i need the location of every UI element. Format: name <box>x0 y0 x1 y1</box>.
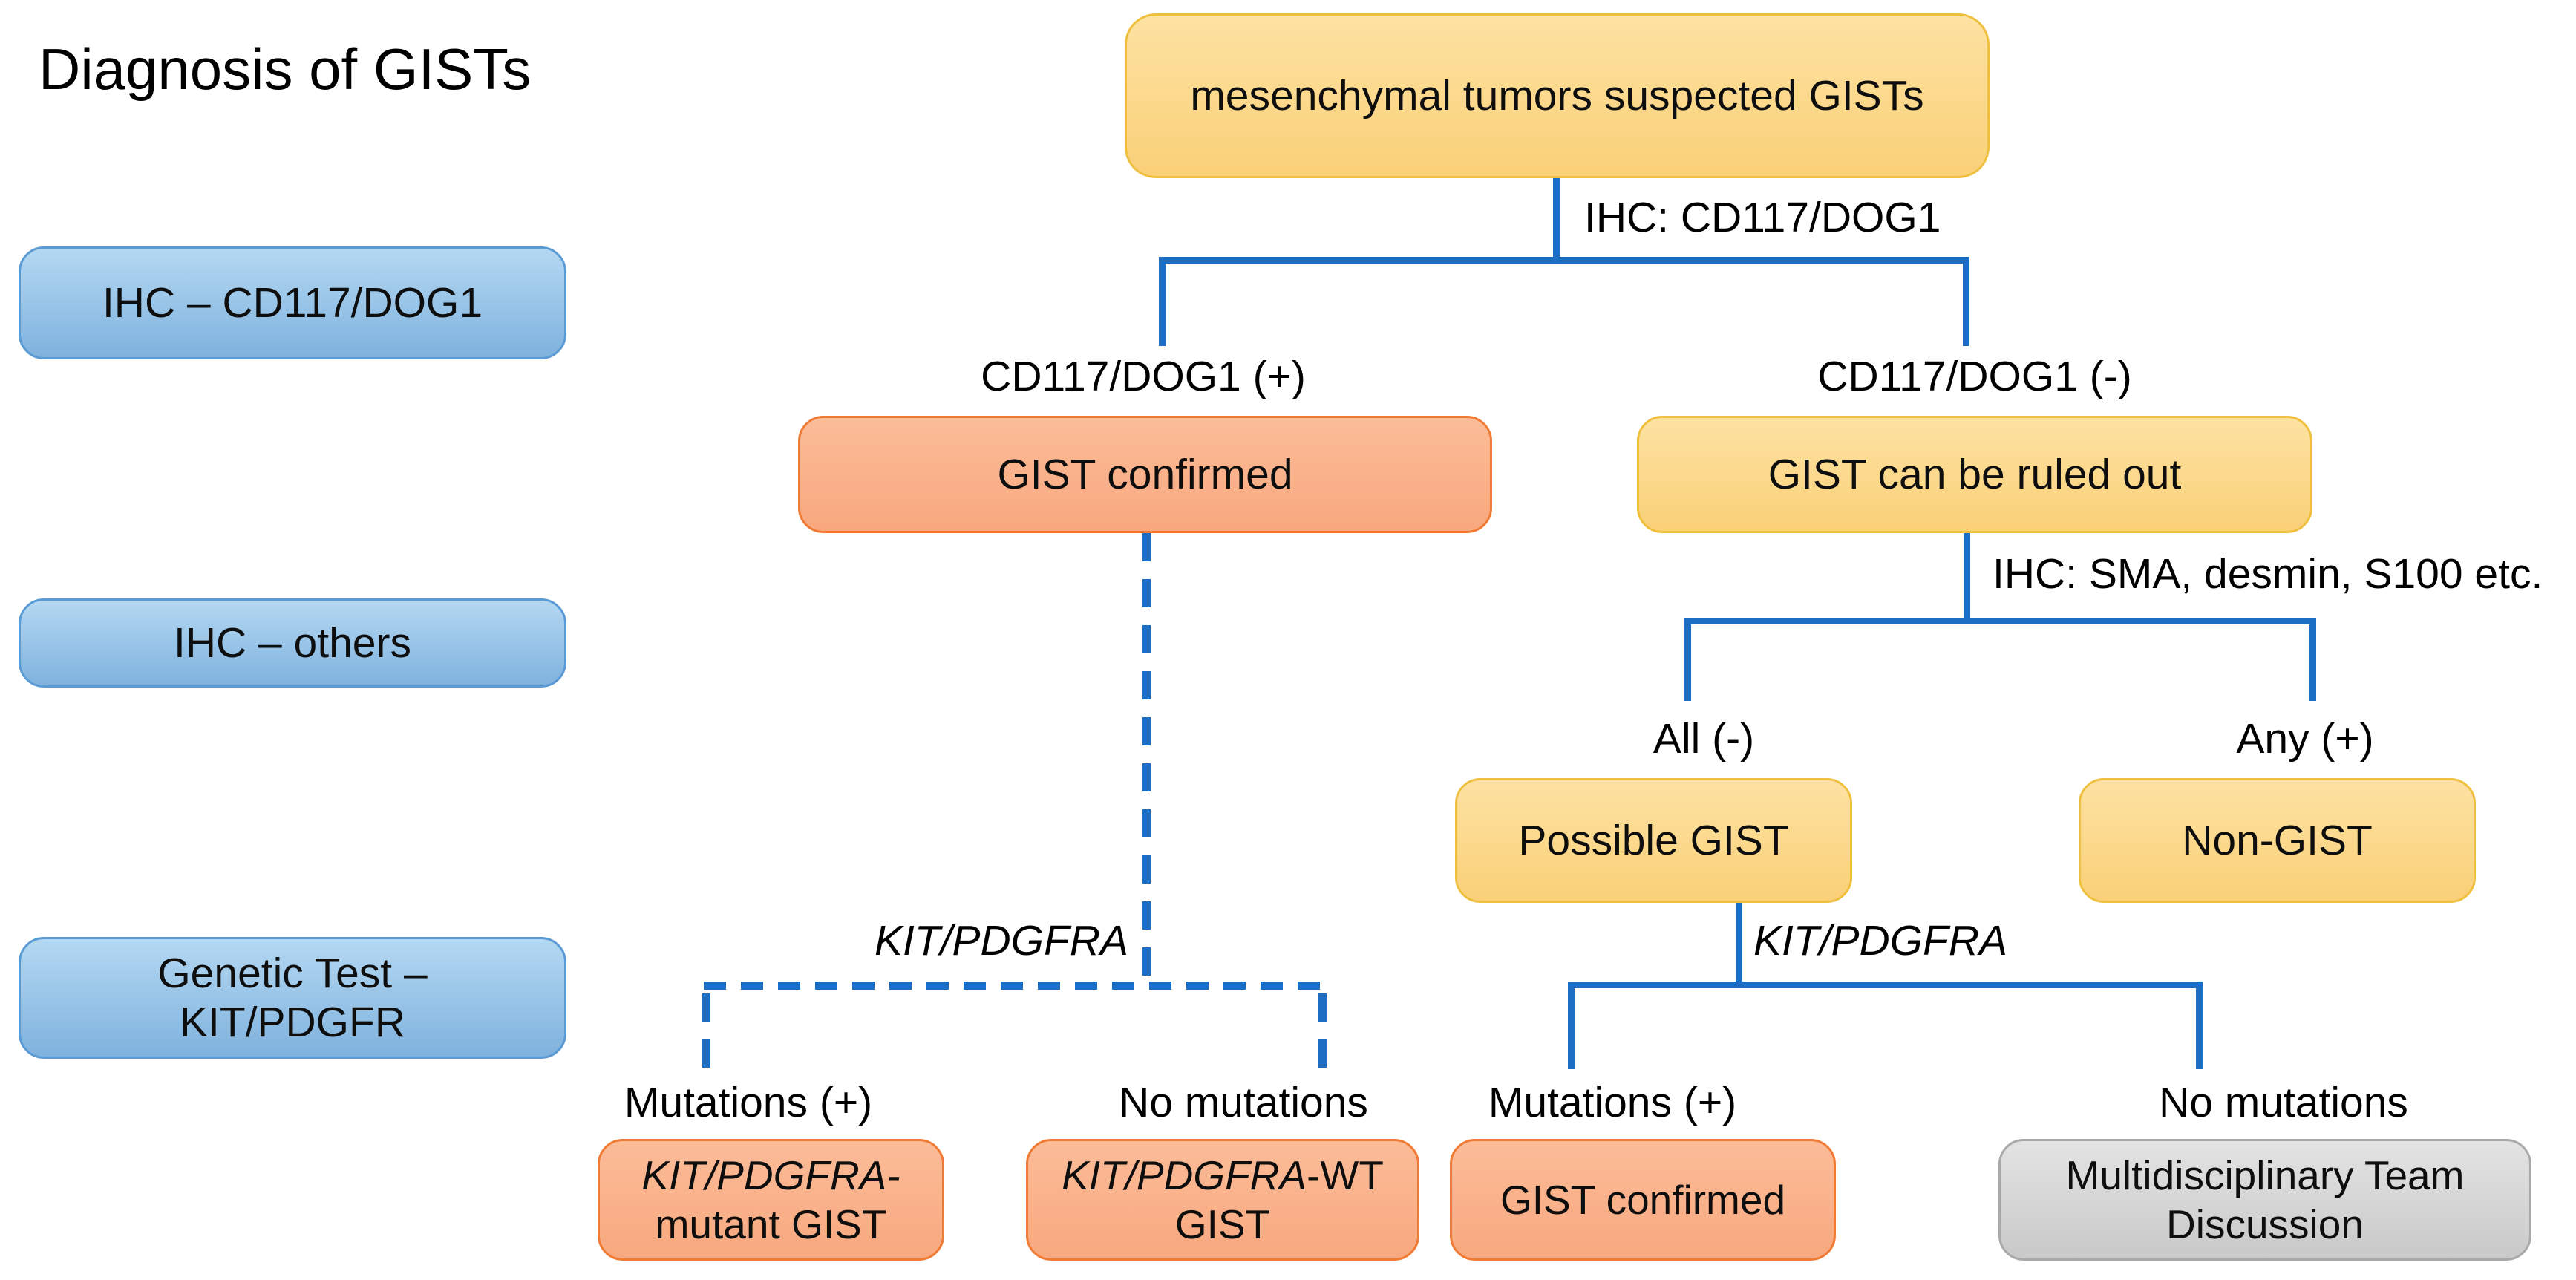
node-kit-pdgfra-mutant-gist: KIT/PDGFRA- mutant GIST <box>598 1139 944 1261</box>
sidebar-item-label-line2: KIT/PDGFR <box>179 999 405 1046</box>
sidebar-item-ihc-cd117: IHC – CD117/DOG1 <box>19 246 566 359</box>
edge-label-kit-pdgfra-left: KIT/PDGFRA <box>874 917 1128 964</box>
page-title: Diagnosis of GISTs <box>39 36 532 102</box>
sidebar-item-label-line1: Genetic Test – <box>157 950 428 997</box>
node-multidisciplinary-team: Multidisciplinary Team Discussion <box>1998 1139 2531 1261</box>
node-kit-pdgfra-wt-gist: KIT/PDGFRA-WT GIST <box>1026 1139 1419 1261</box>
connector-branch3-right-drop <box>2196 982 2203 1069</box>
edge-label-no-mutations-left: No mutations <box>1119 1079 1368 1126</box>
sidebar-item-genetic-test: Genetic Test – KIT/PDGFR <box>19 937 566 1059</box>
node-label-line1: KIT/PDGFRA-WT <box>1062 1151 1384 1200</box>
sidebar-item-label: IHC – CD117/DOG1 <box>102 279 483 327</box>
connector-possible-vertical <box>1736 903 1742 986</box>
node-label: GIST confirmed <box>997 451 1293 498</box>
connector-branch3-left-drop <box>1568 982 1575 1069</box>
node-label: GIST confirmed <box>1500 1177 1786 1223</box>
connector-branch2-horizontal <box>1684 618 2316 624</box>
node-root: mesenchymal tumors suspected GISTs <box>1125 13 1990 178</box>
node-label: GIST can be ruled out <box>1768 451 2182 498</box>
connector-dashed-vertical-left <box>1142 533 1151 986</box>
edge-label-ihc-sma: IHC: SMA, desmin, S100 etc. <box>1993 550 2543 598</box>
sidebar-item-ihc-others: IHC – others <box>19 598 566 688</box>
sidebar-item-label: IHC – others <box>174 619 411 667</box>
connector-branch2-right-drop <box>2309 618 2316 701</box>
connector-dashed-branch-right-drop <box>1318 993 1327 1069</box>
edge-label-any-positive: Any (+) <box>2236 715 2374 763</box>
edge-label-all-negative: All (-) <box>1653 715 1755 763</box>
connector-branch1-right-drop <box>1963 257 1969 346</box>
edge-label-cd117-positive: CD117/DOG1 (+) <box>981 353 1306 400</box>
node-label-line1: KIT/PDGFRA- <box>641 1152 900 1198</box>
edge-label-kit-pdgfra-right: KIT/PDGFRA <box>1753 917 2008 964</box>
edge-label-no-mutations-right: No mutations <box>2159 1079 2408 1126</box>
connector-branch3-horizontal <box>1568 982 2203 988</box>
connector-branch1-left-drop <box>1159 257 1166 346</box>
node-root-label: mesenchymal tumors suspected GISTs <box>1190 72 1924 120</box>
node-label: Possible GIST <box>1518 817 1789 864</box>
node-non-gist: Non-GIST <box>2079 778 2476 903</box>
node-label-line2: GIST <box>1174 1201 1271 1247</box>
node-label-line1: Multidisciplinary Team <box>2065 1152 2465 1198</box>
node-possible-gist: Possible GIST <box>1455 778 1852 903</box>
node-gist-confirmed-left: GIST confirmed <box>798 416 1492 533</box>
connector-root-vertical <box>1553 178 1560 258</box>
connector-branch2-left-drop <box>1684 618 1691 701</box>
connector-dashed-branch-horizontal <box>704 982 1326 990</box>
edge-label-cd117-negative: CD117/DOG1 (-) <box>1817 353 2132 400</box>
node-gist-confirmed-right: GIST confirmed <box>1450 1139 1836 1261</box>
wt-suffix: -WT <box>1307 1152 1384 1198</box>
edge-label-mutations-positive-right: Mutations (+) <box>1488 1079 1737 1126</box>
connector-dashed-branch-left-drop <box>702 993 710 1069</box>
node-label: Non-GIST <box>2182 817 2373 864</box>
edge-label-ihc-cd117: IHC: CD117/DOG1 <box>1584 194 1941 241</box>
node-label-line2: Discussion <box>2166 1201 2364 1247</box>
node-label-line2: mutant GIST <box>655 1201 887 1247</box>
node-gist-ruled-out: GIST can be ruled out <box>1637 416 2312 533</box>
connector-ruledout-vertical <box>1964 533 1970 618</box>
gene-name: KIT/PDGFRA <box>1062 1152 1307 1198</box>
edge-label-mutations-positive-left: Mutations (+) <box>624 1079 873 1126</box>
connector-branch1-horizontal <box>1159 257 1969 264</box>
